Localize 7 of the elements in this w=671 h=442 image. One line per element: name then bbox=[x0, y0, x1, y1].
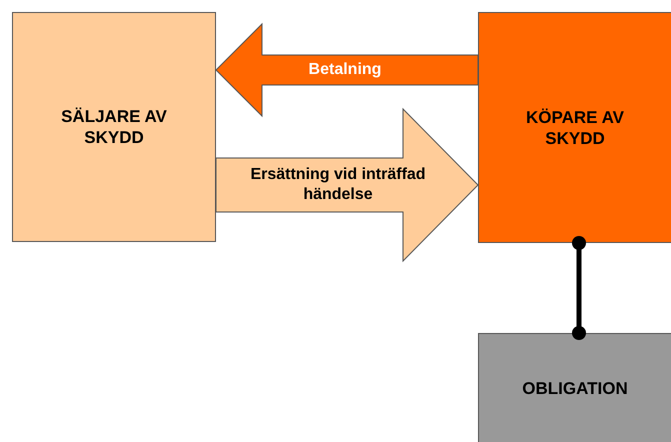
box-label: OBLIGATION bbox=[522, 378, 628, 398]
box-label: SÄLJARE AV SKYDD bbox=[60, 106, 168, 148]
box-label: KÖPARE AV SKYDD bbox=[525, 106, 625, 148]
box bbox=[478, 12, 671, 243]
box bbox=[12, 12, 216, 242]
box bbox=[478, 333, 671, 442]
connector-line bbox=[572, 236, 586, 340]
